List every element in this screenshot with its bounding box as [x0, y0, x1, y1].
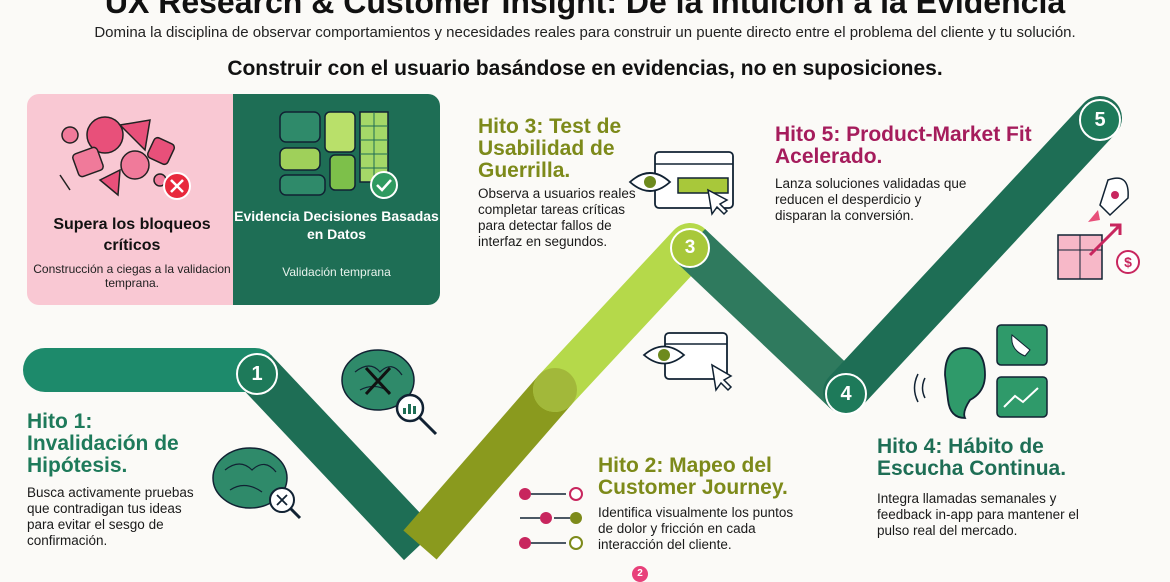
brain-search-icon	[341, 349, 438, 436]
milestone-2-title: Hito 2: Mapeo del Customer Journey.	[598, 454, 788, 499]
blockers-title: Supera los bloqueos críticos	[53, 216, 211, 254]
page-subtitle: Domina la disciplina de observar comport…	[94, 24, 1076, 41]
milestone-badge-1: 1	[236, 353, 278, 395]
box-growth-icon	[1057, 223, 1140, 280]
milestone-number: 1	[251, 363, 263, 385]
milestone-4-title: Hito 4: Hábito de Escucha Continua.	[877, 435, 1067, 480]
eye-click-icon	[642, 332, 733, 392]
trend-chat-icon	[996, 376, 1048, 418]
phone-chat-icon	[996, 324, 1048, 366]
chaos-shapes-icon	[59, 116, 176, 197]
milestone-badge-3: 3	[670, 228, 710, 268]
milestone-number: 5	[1094, 109, 1106, 131]
milestone-number: 3	[684, 237, 696, 258]
milestone-badge-4: 4	[825, 373, 867, 415]
page-title: UX Research & Customer Insight: De la In…	[104, 0, 1066, 20]
check-icon	[370, 171, 398, 199]
tagline: Construir con el usuario basándose en ev…	[227, 57, 943, 80]
blockers-subtitle: Construcción a ciegas a la validacion te…	[33, 262, 231, 290]
milestone-1-title: Hito 1: Invalidación de Hipótesis.	[27, 410, 179, 477]
journey-map-icon	[519, 487, 583, 550]
milestone-5-title: Hito 5: Product-Market Fit Acelerado.	[775, 123, 1032, 168]
milestone-path	[23, 96, 1122, 561]
milestone-2-description: Identifica visualmente los puntos de dol…	[598, 505, 794, 552]
milestone-3-description: Observa a usuarios reales completar tare…	[478, 186, 636, 249]
milestone-4-description: Integra llamadas semanales y feedback in…	[877, 491, 1079, 538]
illustration-layer: $	[23, 96, 1140, 561]
close-icon	[163, 172, 191, 200]
evidence-subtitle: Validación temprana	[282, 265, 391, 279]
ear-listening-icon	[913, 347, 986, 419]
milestone-1-description: Busca activamente pruebas que contradiga…	[27, 485, 194, 548]
milestone-badge-2: 2	[632, 566, 648, 582]
eye-window-icon	[628, 151, 734, 216]
data-blocks-icon	[279, 111, 389, 196]
milestone-number: 4	[840, 383, 852, 405]
milestone-3-title: Hito 3: Test de Usabilidad de Guerrilla.	[478, 115, 622, 182]
dollar-icon: $	[1124, 254, 1132, 270]
evidence-title: Evidencia Decisiones Basadas en Datos	[234, 208, 439, 242]
brain-magnifier-icon	[212, 447, 302, 520]
milestone-5-description: Lanza soluciones validadas que reducen e…	[775, 176, 967, 223]
milestone-badge-5: 5	[1079, 99, 1121, 141]
rocket-icon	[1088, 177, 1129, 222]
svg-text:$: $	[1124, 254, 1132, 270]
